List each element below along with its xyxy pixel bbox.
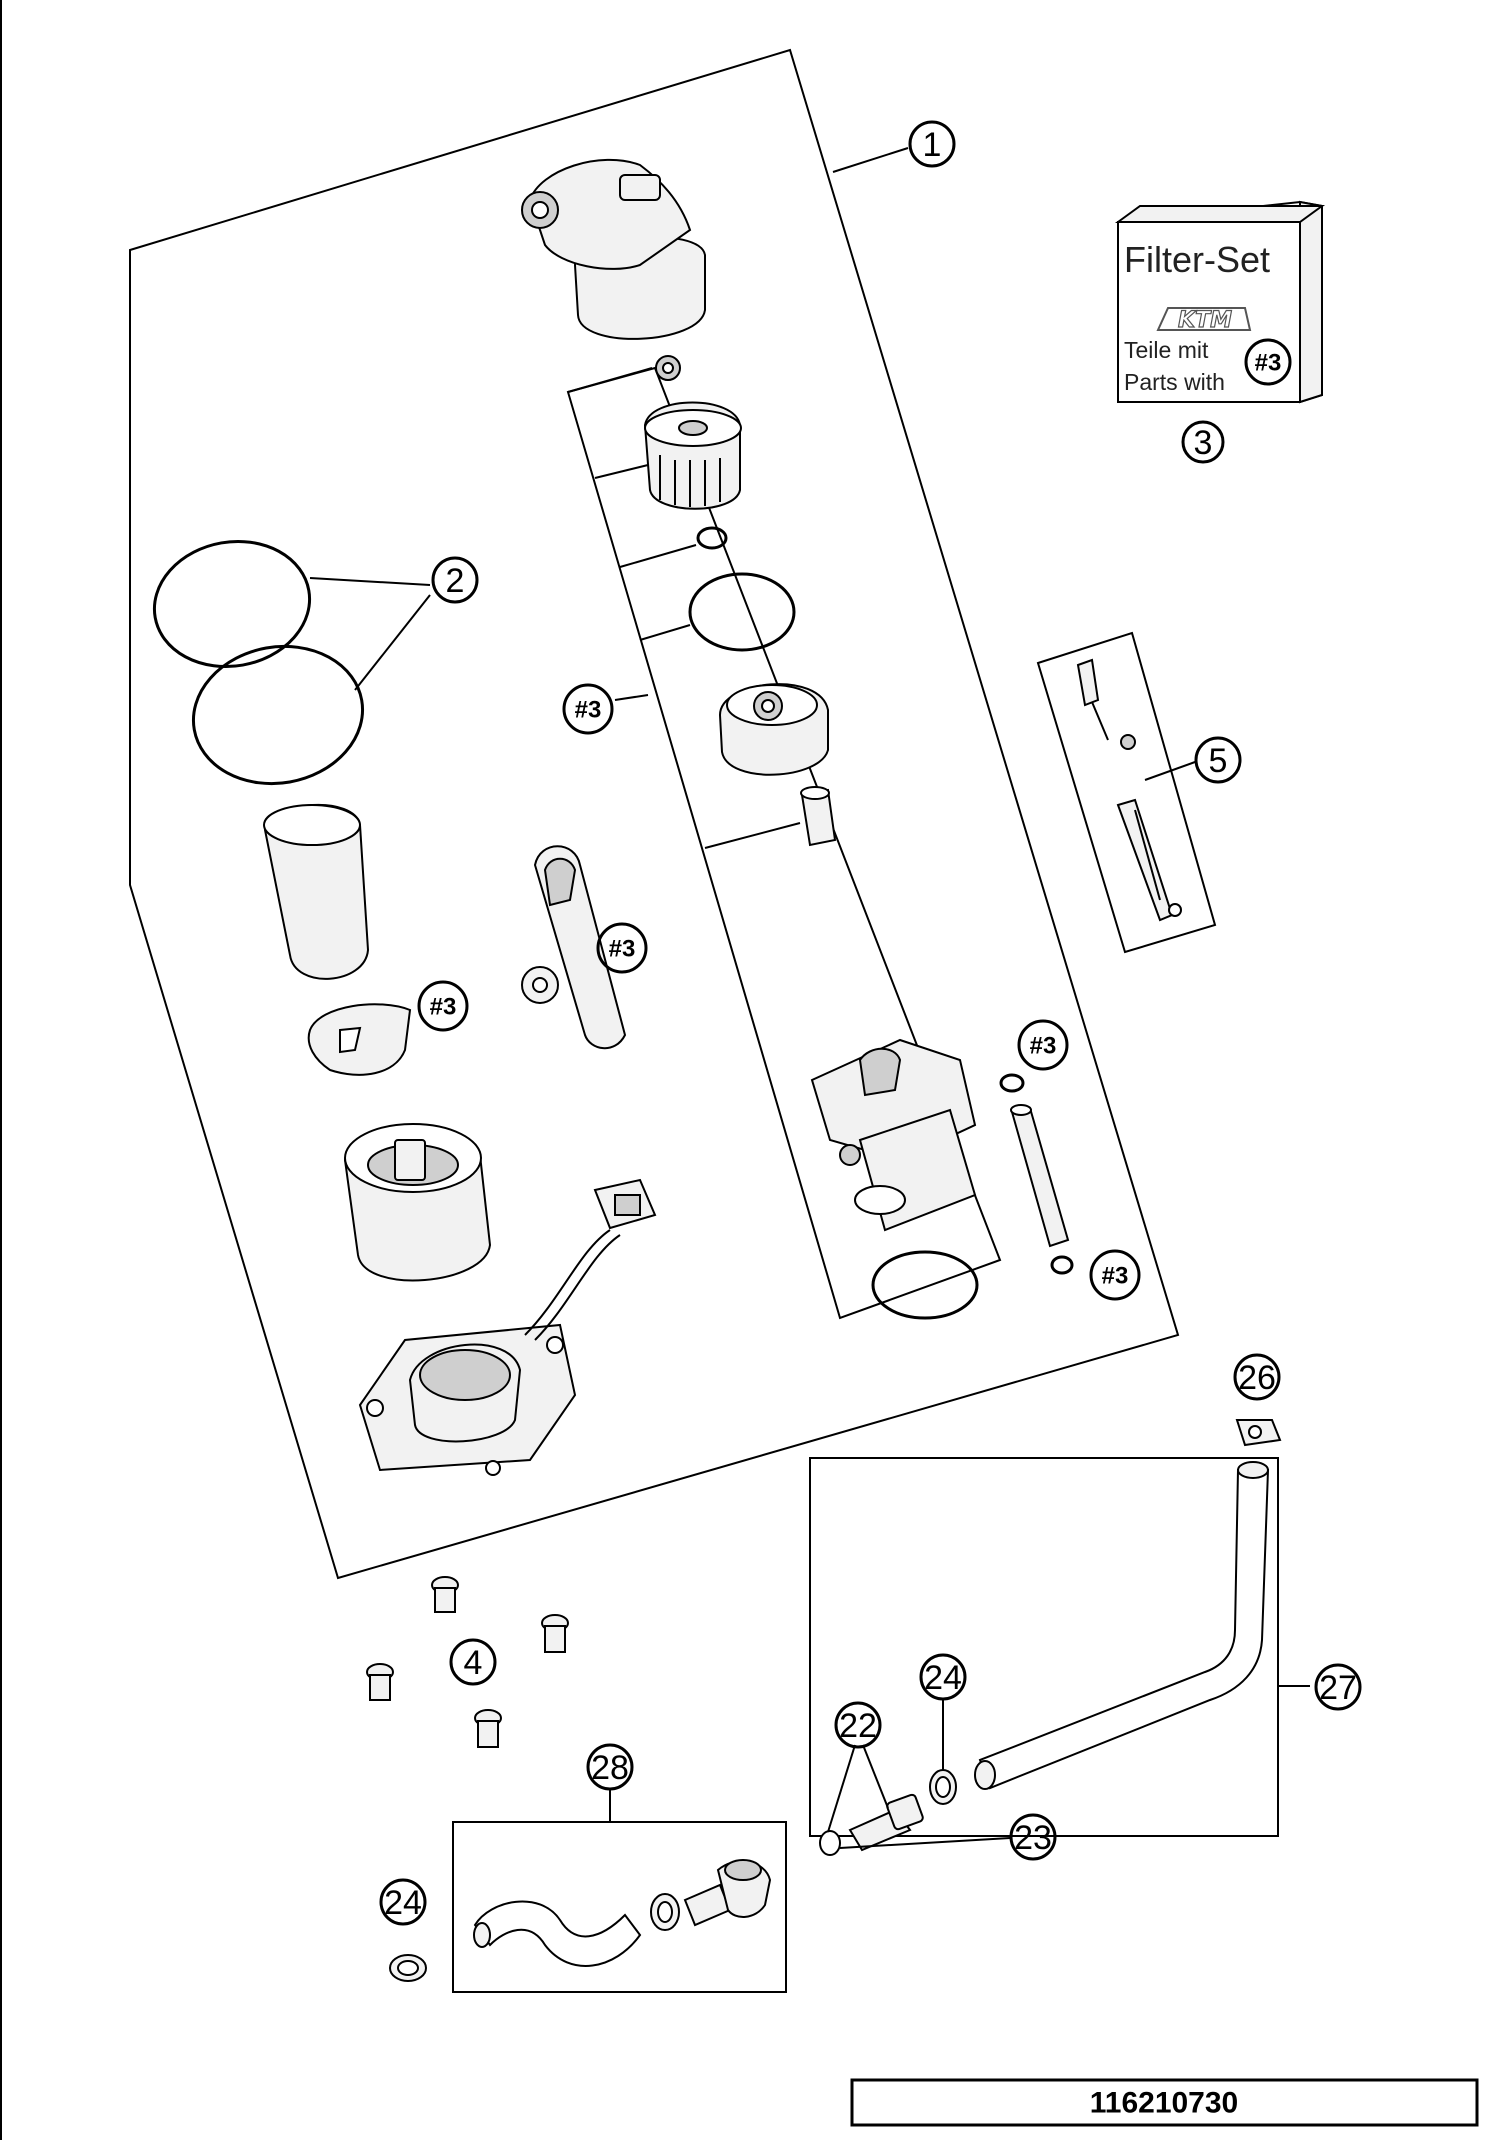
ring-24-part xyxy=(929,1769,957,1805)
screw-3 xyxy=(366,1663,394,1701)
small-nut-part xyxy=(655,355,681,381)
ref-3-small-ring-lower: #3 xyxy=(1050,1249,1141,1301)
leader-small-ring xyxy=(619,544,697,568)
svg-text:24: 24 xyxy=(384,1884,422,1922)
callout-24-lower: 24 xyxy=(379,1878,427,1926)
item-27-box xyxy=(809,1457,1310,1837)
svg-text:5: 5 xyxy=(1209,742,1228,780)
svg-text:3: 3 xyxy=(1194,424,1213,462)
svg-text:27: 27 xyxy=(1319,1669,1357,1707)
callout-3: 3 xyxy=(1181,420,1225,464)
screws-part xyxy=(366,1576,569,1748)
screw-2 xyxy=(541,1614,569,1653)
drawing-number: 116210730 xyxy=(1090,2087,1239,2120)
filter-set-line2: Parts with xyxy=(1124,369,1225,395)
ring-24-lower-part xyxy=(389,1954,427,1982)
screw-4 xyxy=(474,1709,502,1748)
ref-3-small-ring-upper: #3 xyxy=(999,1019,1069,1093)
leader-sleeve xyxy=(704,822,801,849)
assembly-1-outline xyxy=(129,48,1180,1580)
svg-text:KTM: KTM xyxy=(1178,308,1232,333)
callout-26: 26 xyxy=(1233,1353,1281,1401)
callout-1: 1 xyxy=(832,120,956,173)
callout-4: 4 xyxy=(449,1638,497,1686)
ref-3-sender: #3 xyxy=(596,922,648,974)
fuel-pump-motor-part xyxy=(810,1038,977,1232)
svg-text:#3: #3 xyxy=(1102,1263,1129,1290)
cylinder-sleeve-part xyxy=(263,803,370,980)
callout-27: 27 xyxy=(1314,1663,1362,1711)
svg-text:1: 1 xyxy=(923,126,942,164)
pressure-regulator-part xyxy=(718,683,829,776)
pump-flange-part xyxy=(358,1178,657,1476)
svg-text:26: 26 xyxy=(1238,1359,1276,1397)
large-o-rings-part xyxy=(152,539,365,786)
callout-28: 28 xyxy=(586,1743,634,1791)
svg-text:#3: #3 xyxy=(575,697,602,724)
fuel-tube-part xyxy=(1010,1104,1070,1248)
svg-text:#3: #3 xyxy=(430,994,457,1021)
callout-5: 5 xyxy=(1144,736,1242,784)
filter-set-box: Filter-Set KTM Teile mit Parts with #3 xyxy=(1114,200,1326,404)
filter-set-line1: Teile mit xyxy=(1124,337,1209,363)
svg-text:22: 22 xyxy=(839,1707,877,1745)
filter-set-title: Filter-Set xyxy=(1124,239,1270,280)
small-o-ring-part xyxy=(696,526,728,550)
drawing-number-box: 116210730 xyxy=(850,2078,1479,2127)
pump-housing-part xyxy=(343,1123,492,1282)
item-5-box xyxy=(1036,631,1217,954)
svg-text:#3: #3 xyxy=(609,936,636,963)
pump-o-ring-part xyxy=(871,1250,979,1320)
svg-text:#3: #3 xyxy=(0,0,13,14)
leader-medium-ring xyxy=(639,624,691,641)
svg-text:24: 24 xyxy=(924,1659,962,1697)
clamp-26-part xyxy=(1235,1419,1282,1447)
level-sender-part xyxy=(521,845,627,1050)
medium-o-ring-part xyxy=(688,572,796,652)
item-28-box xyxy=(452,1790,787,1993)
svg-text:28: 28 xyxy=(591,1749,629,1787)
small-sleeve-part xyxy=(800,786,837,847)
clip-part xyxy=(307,1003,412,1076)
ref-3-clip: #3 xyxy=(417,980,469,1032)
svg-text:#3: #3 xyxy=(1255,350,1282,377)
connector-22-part xyxy=(819,1793,924,1856)
svg-text:#3: #3 xyxy=(1030,1033,1057,1060)
callout-22: 22 xyxy=(827,1701,889,1833)
callout-23: 23 xyxy=(839,1813,1057,1861)
ktm-logo: KTM xyxy=(1156,307,1252,334)
filter-cartridge-part xyxy=(643,401,742,510)
callout-2: 2 xyxy=(309,556,479,691)
filter-subgroup-outline xyxy=(566,366,1002,1320)
svg-text:23: 23 xyxy=(1014,1819,1052,1857)
ref-3-subgroup: #3 xyxy=(562,683,649,735)
leader-filter xyxy=(594,464,649,479)
svg-text:2: 2 xyxy=(446,562,465,600)
callout-24-upper: 24 xyxy=(919,1653,967,1770)
pump-head-part xyxy=(521,158,706,340)
svg-text:4: 4 xyxy=(464,1644,483,1682)
screw-1 xyxy=(431,1576,459,1613)
